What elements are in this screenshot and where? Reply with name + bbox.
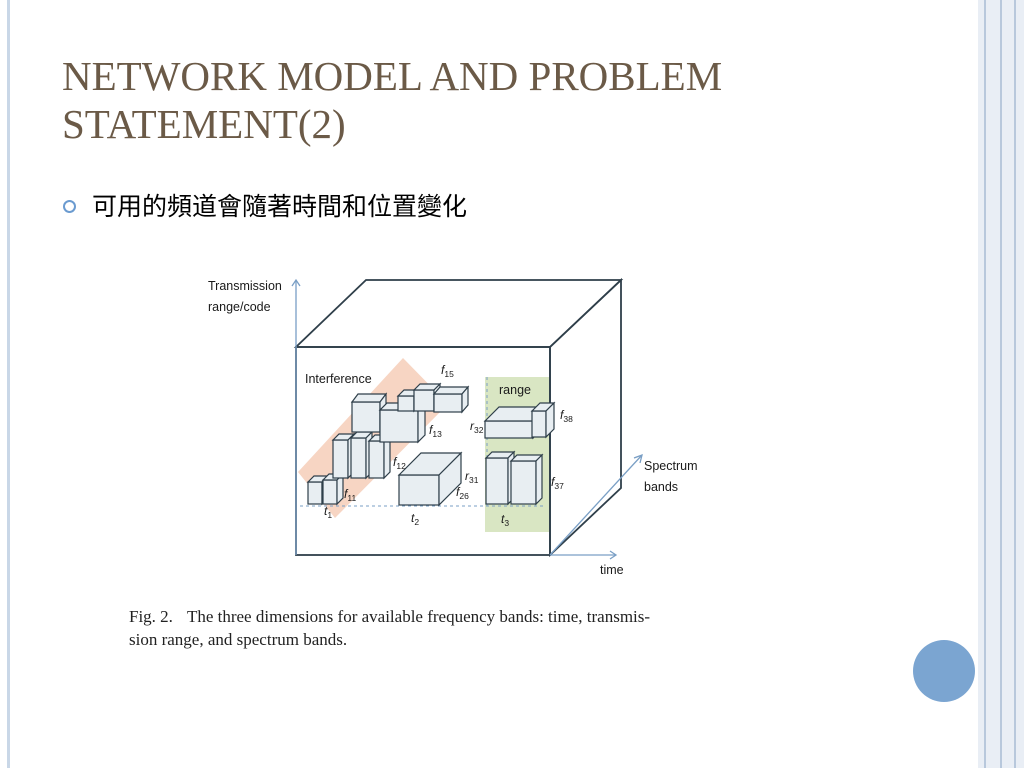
right-decorative-line [1014,0,1016,768]
bullet-icon [63,200,76,213]
label-r31: r31 [465,469,479,485]
label-f26: f26 [456,485,469,501]
label-f13: f13 [429,423,442,439]
slide-title: NETWORK MODEL AND PROBLEM STATEMENT(2) [62,53,723,147]
axes [291,278,643,560]
caption-line-2: sion range, and spectrum bands. [129,630,348,649]
variable-labels: f11 f12 f13 f15 f26 f37 f38 r31 r32 t1 t… [324,363,573,528]
axis-label-bands: bands [644,480,678,494]
range-label: range [499,383,531,397]
axis-label-range-code: range/code [208,300,271,314]
label-r32: r32 [470,419,484,435]
right-decorative-line [984,0,986,768]
label-f15: f15 [441,363,454,379]
caption-line-1: The three dimensions for available frequ… [186,607,651,626]
figure-caption: Fig. 2. The three dimensions for availabl… [129,605,809,651]
dashed-guides [300,377,544,507]
bullet-text: 可用的頻道會隨著時間和位置變化 [92,192,468,221]
label-f38: f38 [560,408,573,424]
axis-label-transmission: Transmission [208,279,282,293]
left-border-rule [7,0,10,768]
channel-boxes [306,382,556,507]
right-decorative-line [1000,0,1002,768]
label-f11: f11 [344,487,356,503]
decorative-circle [913,640,975,702]
label-t2: t2 [411,511,419,527]
label-t1: t1 [324,504,332,520]
label-f12: f12 [393,455,406,471]
axis-label-time: time [600,563,624,577]
interference-label: Interference [305,372,372,386]
axis-label-spectrum: Spectrum [644,459,698,473]
three-dimension-figure: Transmission range/code time Spectrum ba… [208,277,698,577]
caption-label: Fig. 2. [129,607,173,626]
label-f37: f37 [551,475,564,491]
label-t3: t3 [501,512,509,528]
